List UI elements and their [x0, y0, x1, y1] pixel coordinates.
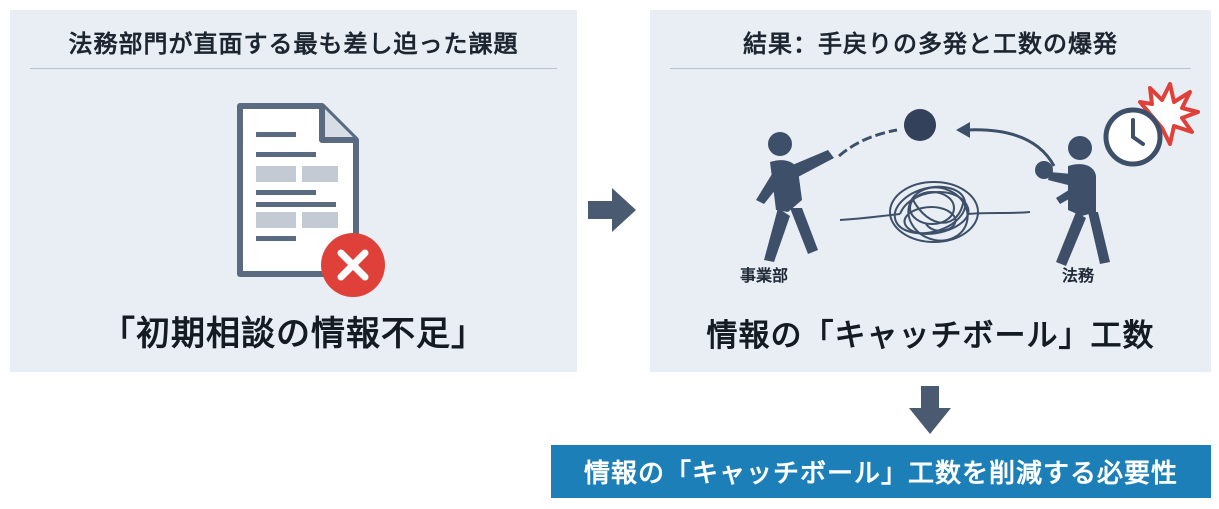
curved-arrow-icon	[956, 122, 1056, 167]
error-x-icon	[321, 233, 385, 297]
right-panel-title: 結果：手戻りの多発と工数の爆発	[743, 30, 1118, 58]
role-label-business: 事業部	[740, 266, 789, 285]
burst-icon	[1138, 82, 1200, 146]
right-panel-caption: 情報の「キャッチボール」工数	[706, 318, 1155, 354]
motion-lines-icon	[838, 128, 898, 158]
divider	[30, 68, 557, 69]
right-panel: 結果：手戻りの多発と工数の爆発	[650, 10, 1211, 372]
document-icon	[237, 103, 359, 277]
ball-icon	[904, 109, 936, 141]
right-arrow-icon	[588, 188, 636, 232]
role-label-legal: 法務	[1062, 266, 1095, 285]
left-panel-caption: 「初期相談の情報不足」	[101, 314, 486, 354]
down-arrow-icon	[909, 386, 951, 434]
left-panel: 法務部門が直面する最も差し迫った課題 「初期相談の情報不足」	[10, 10, 577, 372]
conclusion-banner: 情報の「キャッチボール」工数を削減する必要性	[551, 445, 1211, 498]
tangle-icon	[839, 181, 1031, 243]
person-throwing-icon	[756, 132, 834, 262]
divider	[670, 68, 1191, 69]
left-panel-title: 法務部門が直面する最も差し迫った課題	[68, 30, 519, 58]
person-catching-icon	[1035, 136, 1110, 266]
clock-icon	[1103, 107, 1163, 167]
